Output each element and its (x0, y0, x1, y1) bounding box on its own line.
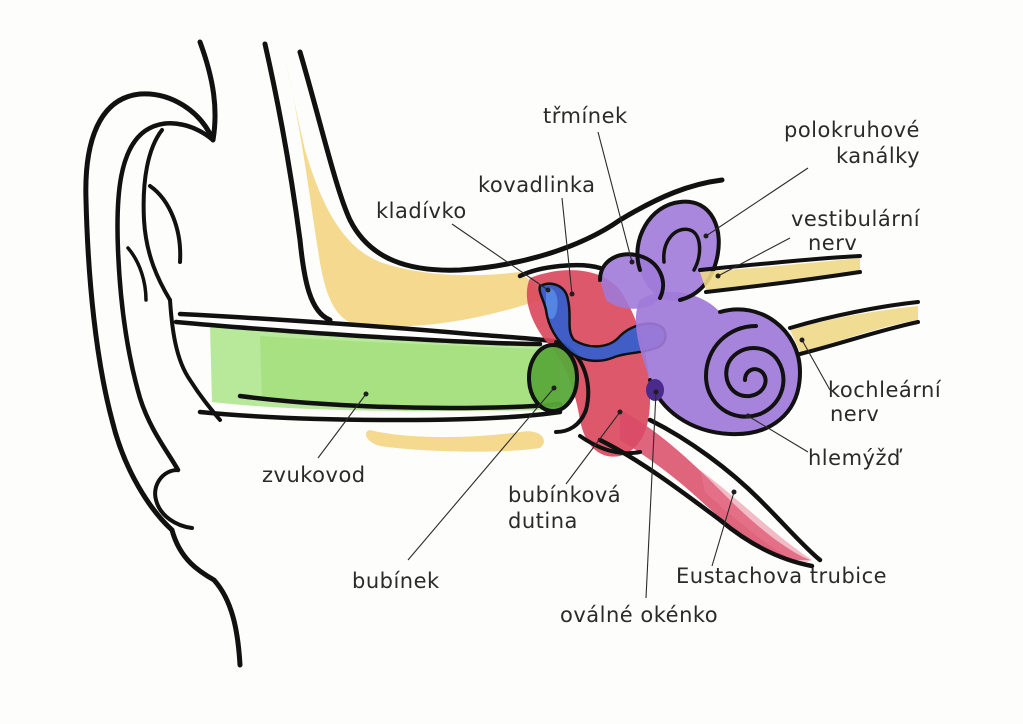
label-vestibular-nerve-line2: nerv (808, 231, 857, 255)
label-eustachian-tube: Eustachova trubice (676, 564, 887, 588)
ear-canal (176, 314, 578, 420)
leader-dot-tympanic-cavity (618, 410, 623, 415)
label-ear-canal: zvukovod (262, 463, 366, 487)
label-stapes: třmínek (543, 104, 628, 128)
label-cochlear-nerve-line2: nerv (830, 402, 879, 426)
label-oval-window: oválné okénko (560, 603, 718, 627)
label-semicircular-canals-line2: kanálky (836, 144, 920, 168)
leader-dot-vestibular-nerve (716, 274, 721, 279)
leader-dot-malleus (546, 288, 551, 293)
label-cochlea: hlemýžď (808, 446, 903, 470)
leader-dot-cochlear-nerve (800, 338, 805, 343)
label-cochlear-nerve-line1: kochleární (828, 378, 942, 402)
leader-dot-stapes (630, 260, 635, 265)
leader-dot-eustachian-tube (732, 490, 737, 495)
leader-dot-incus (570, 292, 575, 297)
leader-dot-cochlea (746, 414, 751, 419)
leader-dot-ear-canal (364, 392, 369, 397)
label-vestibular-nerve-line1: vestibulární (791, 207, 921, 231)
label-incus: kovadlinka (478, 173, 596, 197)
leader-dot-oval-window (654, 390, 659, 395)
label-tympanic-cavity-line1: bubínková (508, 483, 621, 507)
leader-eardrum (408, 388, 554, 560)
leader-dot-eardrum (552, 386, 557, 391)
leader-dot-semicircular-canals (704, 234, 709, 239)
label-eardrum: bubínek (352, 569, 440, 593)
label-tympanic-cavity-line2: dutina (508, 509, 578, 533)
leader-stapes (598, 132, 632, 262)
label-semicircular-canals-line1: polokruhové (784, 118, 920, 142)
label-malleus: kladívko (376, 199, 467, 223)
